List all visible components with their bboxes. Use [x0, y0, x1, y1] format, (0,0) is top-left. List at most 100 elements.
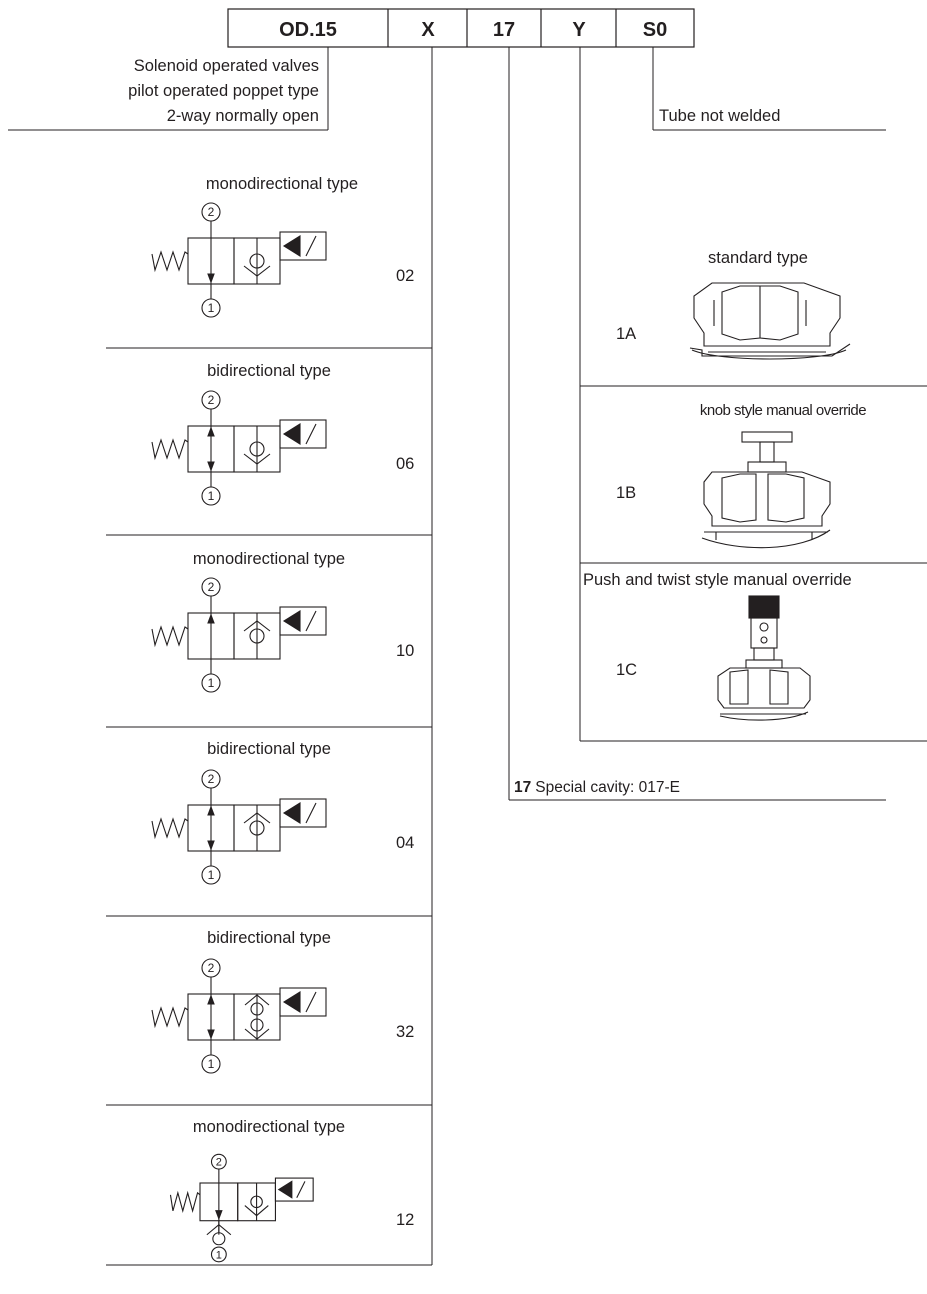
valve-block: monodirectional type 10 2 1	[151, 550, 414, 693]
solenoid-triangle-icon	[282, 610, 301, 632]
port-1-circle	[201, 486, 221, 506]
spring-icon	[151, 438, 189, 461]
standard-nut-drawing	[689, 282, 851, 360]
override-code: 1B	[616, 484, 636, 502]
valve-type-code: 04	[396, 834, 414, 852]
code-cell-model: OD.15	[279, 19, 337, 41]
arrow-up-icon	[207, 805, 215, 816]
code-header	[227, 8, 695, 48]
valve-symbol	[151, 769, 327, 885]
port-2-circle	[210, 1153, 227, 1170]
arrow-up-icon	[207, 994, 215, 1005]
arrow-up-icon	[207, 426, 215, 437]
check-valve-seat	[243, 453, 271, 465]
check-valve-ball-icon	[249, 441, 265, 457]
cavity-note-text: Special cavity: 017-E	[535, 779, 680, 796]
port-1-label: 1	[216, 1249, 222, 1261]
check-valve-ball-icon	[250, 1195, 263, 1209]
port-2-circle	[201, 958, 221, 978]
arrow-down-icon	[207, 461, 215, 472]
code-cell-x: X	[421, 19, 435, 41]
check-valve-ball-icon	[250, 1002, 264, 1016]
spring-icon	[151, 250, 189, 273]
arrow-up-icon	[207, 613, 215, 624]
port-2-label: 2	[208, 772, 215, 786]
override-code: 1C	[616, 661, 637, 679]
port-2-circle	[201, 390, 221, 410]
override-title: Push and twist style manual override	[583, 571, 852, 589]
solenoid-triangle-icon	[277, 1180, 293, 1199]
code-header-frame	[227, 8, 695, 48]
port-2-label: 2	[208, 961, 215, 975]
port-2-circle	[201, 202, 221, 222]
tube-option-label: Tube not welded	[659, 107, 780, 125]
valve-type-code: 02	[396, 267, 414, 285]
port-1-circle	[201, 298, 221, 318]
port-1-circle	[201, 1054, 221, 1074]
spring-icon	[151, 817, 189, 840]
valve-symbol	[169, 1153, 314, 1263]
port-2-label: 2	[208, 580, 215, 594]
push-twist-override-drawing	[717, 595, 811, 721]
solenoid-slash	[305, 802, 317, 824]
knurled-cap	[748, 595, 780, 619]
port-2-label: 2	[216, 1157, 222, 1169]
port-1-label: 1	[208, 489, 215, 503]
arrow-down-icon	[207, 273, 215, 284]
port-1-circle	[210, 1246, 227, 1263]
solenoid-box	[279, 798, 327, 828]
knob-override-drawing	[701, 431, 831, 549]
check-valve-ball-icon	[249, 628, 265, 644]
check-valve-seat	[243, 265, 271, 277]
spring-icon	[151, 625, 189, 648]
code-cell-cavity: 17	[493, 19, 515, 41]
port-1-label: 1	[208, 868, 215, 882]
override-drawings	[689, 282, 851, 721]
solenoid-triangle-icon	[282, 423, 301, 445]
arrow-down-icon	[215, 1210, 223, 1221]
check-valve-seat	[244, 1028, 270, 1040]
valve-type-title: monodirectional type	[206, 175, 358, 193]
valve-symbol	[151, 577, 327, 693]
solenoid-box	[279, 231, 327, 261]
override-title: knob style manual override	[700, 402, 866, 419]
valve-symbol	[151, 202, 327, 318]
valve-description-line: pilot operated poppet type	[128, 82, 319, 100]
port-1-label: 1	[208, 676, 215, 690]
valve-type-title: monodirectional type	[193, 1118, 345, 1136]
valve-type-title: bidirectional type	[207, 740, 331, 758]
override-title: standard type	[708, 249, 808, 267]
solenoid-triangle-icon	[282, 235, 301, 257]
spring-icon	[169, 1190, 201, 1213]
check-valve-seat	[206, 1224, 232, 1236]
arrow-down-icon	[207, 840, 215, 851]
check-valve-seat	[243, 620, 271, 632]
solenoid-slash	[305, 610, 317, 632]
valve-symbol	[151, 958, 327, 1074]
valve-description-line: Solenoid operated valves	[134, 57, 319, 75]
valve-block: bidirectional type 04 2 1	[151, 740, 414, 885]
valve-type-code: 32	[396, 1023, 414, 1041]
port-1-circle	[201, 865, 221, 885]
check-valve-ball-icon	[249, 820, 265, 836]
check-valve-ball-icon	[249, 253, 265, 269]
check-valve-seat	[243, 812, 271, 824]
solenoid-slash	[305, 423, 317, 445]
valve-block: monodirectional type 12 2 1	[169, 1118, 414, 1263]
solenoid-box	[274, 1177, 314, 1202]
port-1-circle	[201, 673, 221, 693]
valve-type-title: monodirectional type	[193, 550, 345, 568]
check-valve-ball-icon	[212, 1232, 226, 1246]
solenoid-box	[279, 419, 327, 449]
valve-description-line: 2-way normally open	[167, 107, 319, 125]
leader-lines	[8, 47, 927, 1266]
solenoid-box	[279, 606, 327, 636]
code-cell-y: Y	[572, 19, 586, 41]
override-code: 1A	[616, 325, 636, 343]
port-2-circle	[201, 577, 221, 597]
solenoid-slash	[305, 991, 317, 1013]
valve-type-code: 12	[396, 1211, 414, 1229]
valve-type-code: 10	[396, 642, 414, 660]
